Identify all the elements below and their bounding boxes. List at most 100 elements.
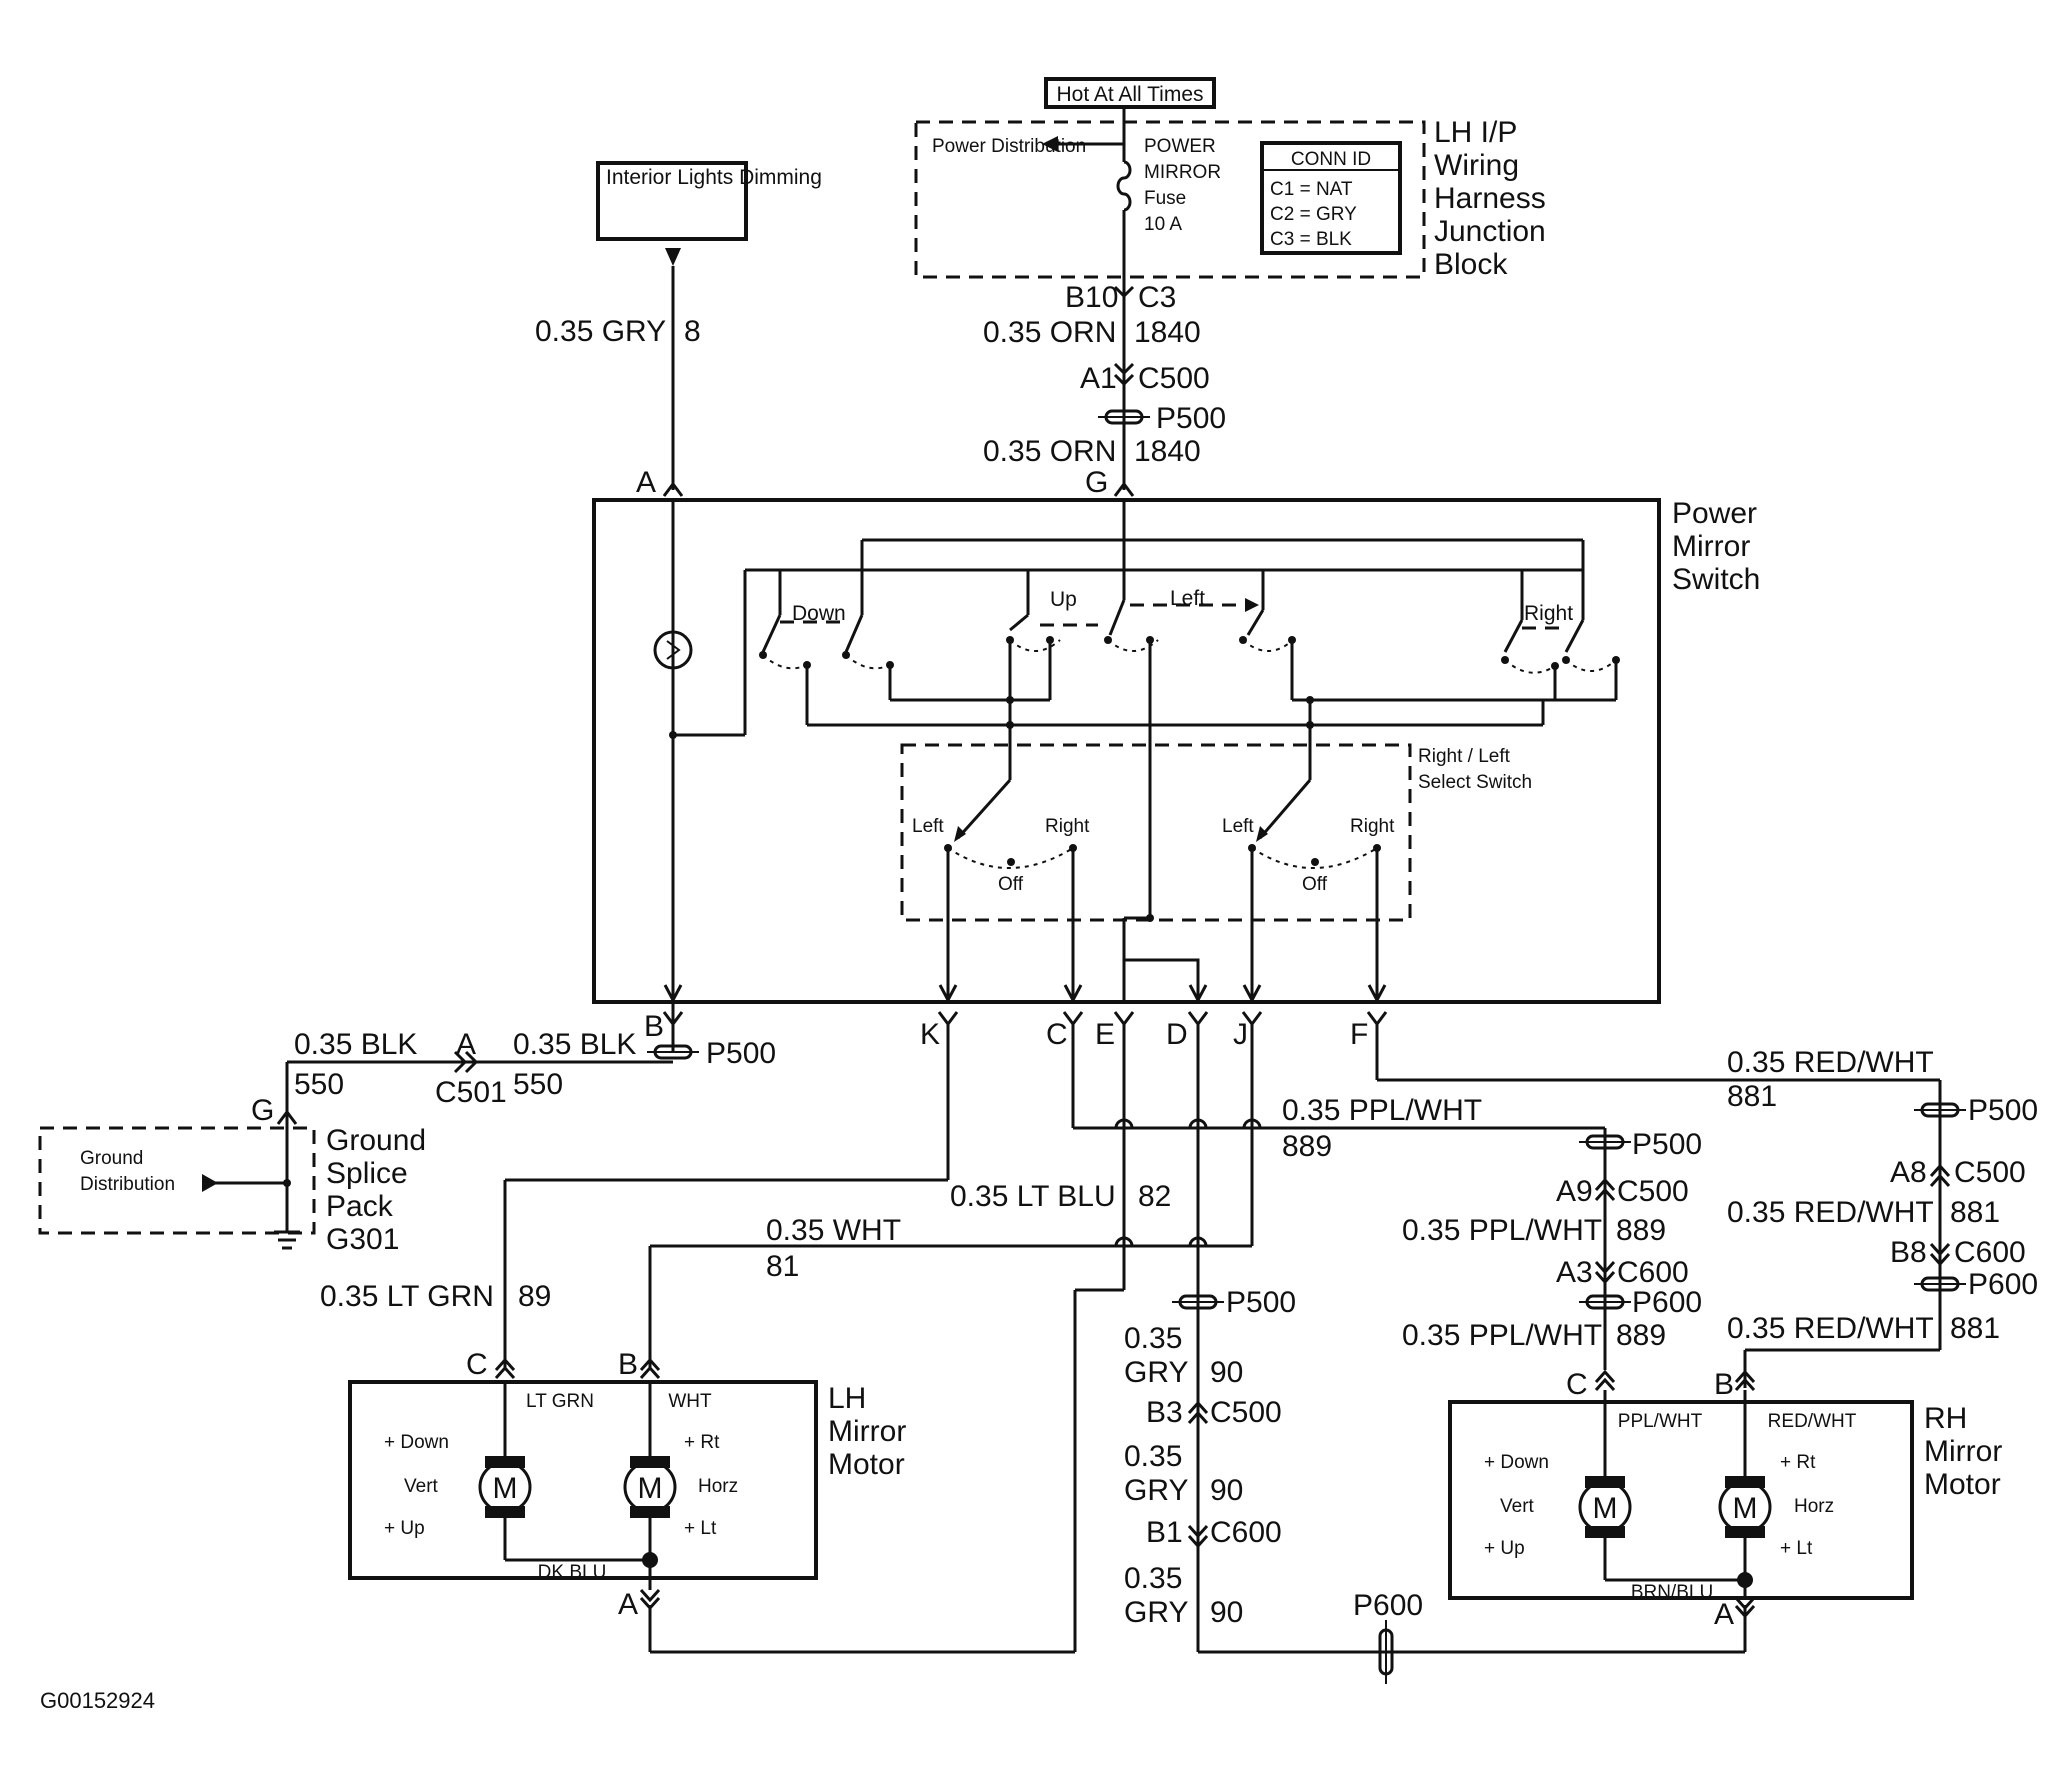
lh-lt-label: + Lt bbox=[684, 1518, 717, 1539]
rh-wire-red-wht: RED/WHT bbox=[1768, 1411, 1857, 1432]
label-red-wht-2: 0.35 RED/WHT bbox=[1727, 1196, 1934, 1229]
arrow-right-icon bbox=[202, 1174, 218, 1192]
right-top-label: Right bbox=[1524, 602, 1573, 625]
rh-horz-motor-label: M bbox=[1733, 1492, 1758, 1525]
down-label: Down bbox=[792, 602, 846, 625]
pin-j-label: J bbox=[1233, 1018, 1248, 1051]
rh-title-line3: Motor bbox=[1924, 1468, 2001, 1501]
switch-title-line2: Mirror bbox=[1672, 530, 1750, 563]
lh-pin-a-label: A bbox=[618, 1588, 638, 1621]
select-switch-box bbox=[900, 743, 1412, 922]
conn-id-c2: C2 = GRY bbox=[1270, 204, 1357, 225]
rh-up-label: + Up bbox=[1484, 1538, 1525, 1559]
rh-vert-motor-label: M bbox=[1593, 1492, 1618, 1525]
rh-lt-label: + Lt bbox=[1780, 1538, 1813, 1559]
lh-horz-motor-label: M bbox=[638, 1472, 663, 1505]
hot-at-all-times-label: Hot At All Times bbox=[1056, 83, 1203, 106]
lh-rt-label: + Rt bbox=[684, 1432, 720, 1453]
label-c500-red: C500 bbox=[1954, 1156, 2026, 1189]
conn-id-box bbox=[1260, 141, 1402, 255]
label-p500-ground: P500 bbox=[706, 1037, 776, 1070]
pin-g-label: G bbox=[1085, 466, 1108, 499]
label-82: 82 bbox=[1138, 1180, 1171, 1213]
junction-title-line3: Harness bbox=[1434, 182, 1546, 215]
ground-splice-pack: Ground Distribution Ground Splice Pack G… bbox=[38, 1124, 426, 1256]
label-lt-grn: 0.35 LT GRN bbox=[320, 1280, 494, 1313]
lh-title-line2: Mirror bbox=[828, 1415, 906, 1448]
up-label: Up bbox=[1050, 588, 1077, 611]
rh-vert-motor-icon bbox=[1578, 1480, 1632, 1534]
ground-splice-line4: G301 bbox=[326, 1223, 399, 1256]
pin-c-label: C bbox=[1046, 1018, 1068, 1051]
label-1840-1: 1840 bbox=[1134, 316, 1201, 349]
left-top-label: Left bbox=[1170, 587, 1205, 610]
label-a8: A8 bbox=[1890, 1156, 1927, 1189]
label-c500-top: C500 bbox=[1138, 362, 1210, 395]
rh-rt-label: + Rt bbox=[1780, 1452, 1816, 1473]
label-90-3: 90 bbox=[1210, 1596, 1243, 1629]
pin-a-label: A bbox=[636, 466, 656, 499]
label-881-2: 881 bbox=[1950, 1196, 2000, 1229]
label-gry-3: GRY bbox=[1124, 1596, 1188, 1629]
rh-pin-b-label: B bbox=[1714, 1368, 1734, 1401]
label-c500-ppl: C500 bbox=[1617, 1175, 1689, 1208]
label-orn-2: 0.35 ORN bbox=[983, 435, 1116, 468]
label-889-1: 889 bbox=[1282, 1130, 1332, 1163]
rh-title-line1: RH bbox=[1924, 1402, 1967, 1435]
label-1840-2: 1840 bbox=[1134, 435, 1201, 468]
hot-at-all-times-box: Hot At All Times bbox=[1044, 77, 1216, 109]
lh-down-label: + Down bbox=[384, 1432, 449, 1453]
rh-wire-ppl-wht: PPL/WHT bbox=[1618, 1411, 1703, 1432]
lh-horz-motor-icon bbox=[623, 1460, 677, 1514]
select-left-label-2: Left bbox=[1222, 816, 1254, 837]
pin-e-label: E bbox=[1095, 1018, 1115, 1051]
label-gry-1: GRY bbox=[1124, 1356, 1188, 1389]
ground-splice-line1: Ground bbox=[326, 1124, 426, 1157]
label-c600-red: C600 bbox=[1954, 1236, 2026, 1269]
lh-title-line3: Motor bbox=[828, 1448, 905, 1481]
arrow-left-icon bbox=[1042, 136, 1058, 152]
lh-pin-b-label: B bbox=[618, 1348, 638, 1381]
rh-down-label: + Down bbox=[1484, 1452, 1549, 1473]
switch-title-line3: Switch bbox=[1672, 563, 1760, 596]
label-p500-ppl: P500 bbox=[1632, 1128, 1702, 1161]
lh-up-label: + Up bbox=[384, 1518, 425, 1539]
label-b10: B10 bbox=[1065, 281, 1118, 314]
label-c3: C3 bbox=[1138, 281, 1176, 314]
label-gry-035-1: 0.35 bbox=[1124, 1322, 1182, 1355]
select-off-label-2: Off bbox=[1302, 874, 1328, 895]
rh-pin-c-label: C bbox=[1566, 1368, 1588, 1401]
conn-id-c1: C1 = NAT bbox=[1270, 179, 1353, 200]
ground-dist-line2: Distribution bbox=[80, 1174, 175, 1195]
lh-mirror-motor: C B LT GRN WHT M M + Down Vert + Up + Rt… bbox=[348, 1348, 906, 1621]
label-ppl-wht-1: 0.35 PPL/WHT bbox=[1282, 1094, 1482, 1127]
label-81: 81 bbox=[766, 1250, 799, 1283]
select-off-label-1: Off bbox=[998, 874, 1024, 895]
conn-id-c3: C3 = BLK bbox=[1270, 229, 1352, 250]
rh-horz-label: Horz bbox=[1794, 1496, 1834, 1517]
label-p600-red: P600 bbox=[1968, 1268, 2038, 1301]
label-b8: B8 bbox=[1890, 1236, 1927, 1269]
label-c501: C501 bbox=[435, 1076, 507, 1109]
label-c501-pin-a: A bbox=[456, 1028, 476, 1061]
lamp-icon bbox=[653, 630, 693, 670]
label-b1: B1 bbox=[1146, 1516, 1183, 1549]
junction-title-line2: Wiring bbox=[1434, 149, 1519, 182]
lh-dk-blu-label: DK BLU bbox=[538, 1562, 607, 1583]
fuse-label-line4: 10 A bbox=[1144, 214, 1182, 235]
rh-horz-motor-icon bbox=[1718, 1480, 1772, 1534]
label-gry: 0.35 GRY bbox=[535, 315, 666, 348]
label-a3: A3 bbox=[1556, 1256, 1593, 1289]
label-p600-ppl: P600 bbox=[1632, 1286, 1702, 1319]
select-title-line1: Right / Left bbox=[1418, 746, 1511, 767]
pin-d-label: D bbox=[1166, 1018, 1188, 1051]
lh-wire-wht: WHT bbox=[668, 1391, 712, 1412]
label-c600-ppl: C600 bbox=[1617, 1256, 1689, 1289]
label-881-3: 881 bbox=[1950, 1312, 2000, 1345]
label-b3: B3 bbox=[1146, 1396, 1183, 1429]
rh-vert-label: Vert bbox=[1500, 1496, 1535, 1517]
label-red-wht-3: 0.35 RED/WHT bbox=[1727, 1312, 1934, 1345]
junction-title-line4: Junction bbox=[1434, 215, 1546, 248]
figure-id: G00152924 bbox=[40, 1688, 155, 1713]
